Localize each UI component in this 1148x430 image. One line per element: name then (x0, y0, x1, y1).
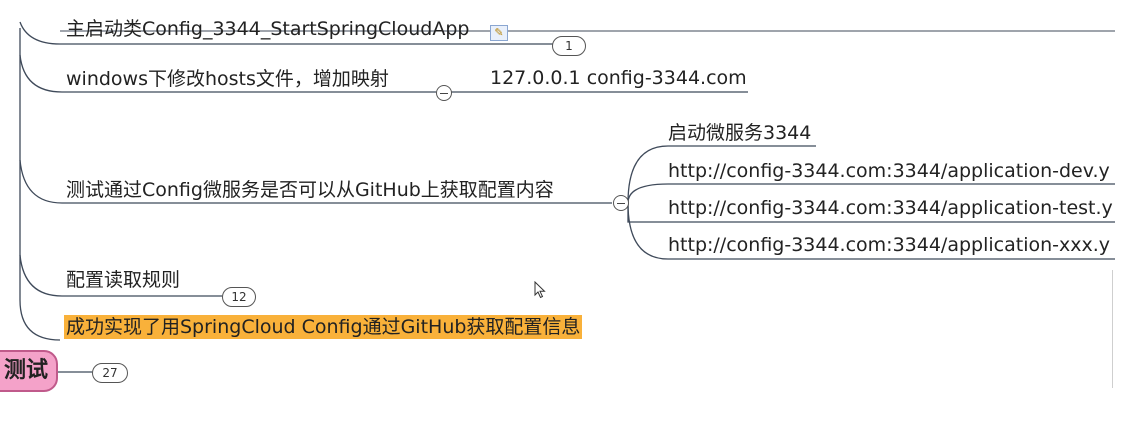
node-success-highlight[interactable]: 成功实现了用SpringCloud Config通过GitHub获取配置信息 (64, 315, 583, 339)
collapsed-count-badge[interactable]: 1 (552, 36, 586, 56)
node-read-rules[interactable]: 配置读取规则 (66, 269, 181, 291)
root-topic[interactable]: 测试 (0, 350, 58, 392)
node-url-dev[interactable]: http://config-3344.com:3344/application-… (668, 160, 1110, 182)
node-hosts-mapping[interactable]: 127.0.0.1 config-3344.com (490, 67, 747, 89)
node-test-github[interactable]: 测试通过Config微服务是否可以从GitHub上获取配置内容 (66, 179, 554, 201)
node-windows-hosts[interactable]: windows下修改hosts文件，增加映射 (66, 68, 389, 90)
collapsed-count-badge[interactable]: 27 (92, 363, 128, 383)
collapse-minus-icon[interactable] (613, 195, 629, 211)
mouse-cursor-icon (534, 281, 546, 299)
node-url-test[interactable]: http://config-3344.com:3344/application-… (668, 197, 1113, 219)
trunk-line (19, 28, 61, 341)
divider (1112, 270, 1113, 388)
node-url-xxx[interactable]: http://config-3344.com:3344/application-… (668, 234, 1111, 256)
root-topic-label: 测试 (4, 358, 49, 383)
note-icon[interactable]: ✎ (490, 25, 508, 41)
collapse-minus-icon[interactable] (436, 85, 452, 101)
collapsed-count-badge[interactable]: 12 (222, 287, 256, 307)
node-start-service[interactable]: 启动微服务3344 (668, 122, 812, 144)
node-main-class[interactable]: 主启动类Config_3344_StartSpringCloudApp (66, 18, 470, 40)
